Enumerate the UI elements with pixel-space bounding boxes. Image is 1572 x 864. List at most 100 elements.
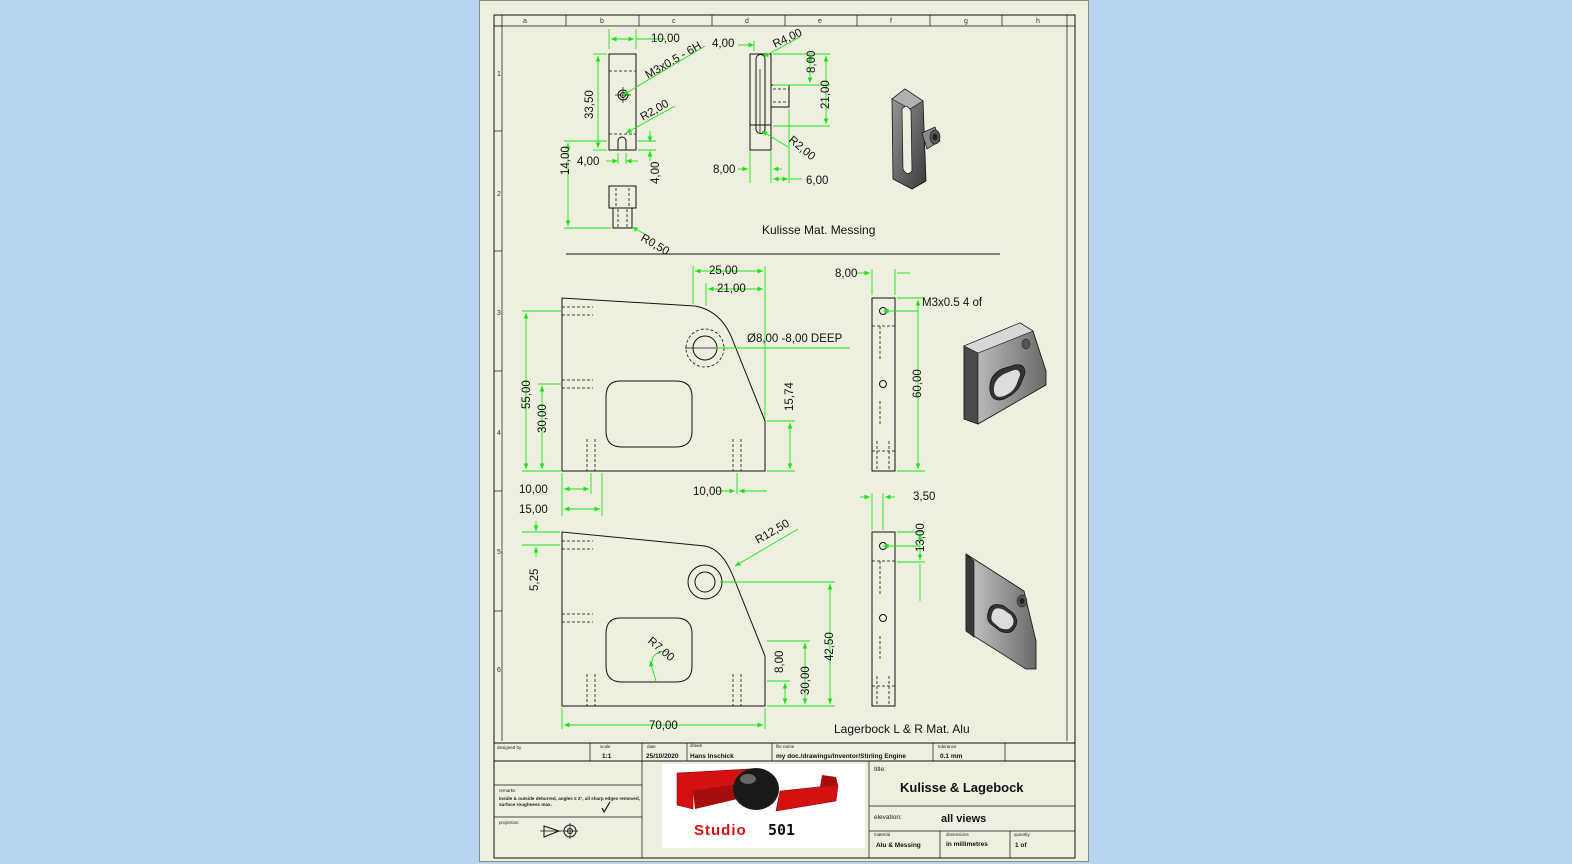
kulisse-bottom-view [608,185,637,229]
lagerbock-bottom-dimension-texts: 3,50 13,00 5,25 R12,50 R7,00 8,00 30,00 … [529,491,935,732]
tb-quantity-label: quantity [1014,832,1031,837]
dim-side-8: 8,00 [806,51,818,73]
tb-material: Alu & Messing [876,842,921,849]
zone-ticks [494,15,1003,612]
tb-designed-by-label: designed by [497,745,522,750]
dim-radius: R2,00 [639,98,672,124]
zone-col-f: f [890,18,892,25]
tb-remarks: inside & outside deburred, angles ≤ 2°, … [499,796,640,807]
tb-material-label: material [874,832,890,837]
dim-thread: M3x0.5 - 6H [644,40,704,82]
tb-dimensions-label: dimensions [946,832,970,837]
tb-date: 25/10/2020 [646,753,679,760]
kulisse-iso-view [891,88,941,190]
studio-logo: Studio 501 [662,764,865,848]
dim-slot-height: 4,00 [650,162,662,184]
dim-side-6: 6,00 [806,175,828,187]
zone-col-g: g [964,18,968,25]
tb-tolerance: 0.1 mm [940,753,963,760]
dim-60: 60,00 [912,369,924,398]
lagerbock-bottom-dimensions [522,493,925,729]
check-icon [601,801,611,814]
lagerbock-bottom-side-view [871,531,896,707]
dim-height: 33,50 [584,90,596,119]
title-block [493,742,1076,859]
kulisse-dimensions [564,29,830,238]
lagerbock-top-side-view [871,297,896,472]
dim-10b: 10,00 [693,486,722,498]
tb-title: Kulisse & Lagebock [900,780,1024,795]
dim-8: 8,00 [774,651,786,673]
dim-4250: 42,50 [824,632,836,661]
dim-width-top: 10,00 [651,33,680,45]
dim-side-8b: 8,00 [713,164,735,176]
zone-col-b: b [600,18,604,25]
tb-drawn: Hans Inschick [690,753,734,760]
tb-elevation-label: elevation: [874,814,902,821]
kulisse-side-view [749,53,790,151]
dim-hole: Ø8,00 -8,00 DEEP [747,333,843,345]
drawing-sheet: a b c d e f g h 1 2 3 4 5 6 [479,0,1089,862]
dim-10a: 10,00 [519,484,548,496]
kulisse-caption: Kulisse Mat. Messing [762,223,875,237]
dim-side-top: 4,00 [712,38,734,50]
dim-350: 3,50 [913,491,935,503]
lagerbock-top-iso-view [963,322,1047,425]
zone-row-6: 6 [497,667,501,674]
dim-21: 21,00 [717,283,746,295]
tb-file-label: file name [776,744,795,749]
dim-30: 30,00 [537,404,549,433]
dim-25: 25,00 [709,265,738,277]
lagerbock-top-front-view [561,297,766,472]
tb-remarks-label: remarks [499,788,516,793]
projection-symbol-icon [540,823,578,839]
zone-row-4: 4 [497,430,501,437]
dim-30b: 30,00 [800,666,812,695]
tb-remarks-box: inside & outside deburred, angles ≤ 2°, … [499,796,640,807]
tb-elevation: all views [941,813,986,825]
tb-scale-label: scale [600,744,611,749]
zone-row-1: 1 [497,71,501,78]
kulisse-front-view [608,53,637,151]
lagerbock-bottom-iso-view [965,553,1037,670]
tb-file: my doc./drawings/Inventor/Stirling Engin… [776,753,906,760]
zone-col-a: a [523,18,527,25]
zone-row-2: 2 [497,191,501,198]
zone-row-3: 3 [497,310,501,317]
dim-r7: R7,00 [645,635,676,664]
tb-tolerance-label: tolerance [938,744,957,749]
zone-row-5: 5 [497,549,501,556]
lagerbock-top-dimensions [522,266,925,516]
dim-525: 5,25 [529,569,541,591]
technical-drawing: a b c d e f g h 1 2 3 4 5 6 [493,14,1076,859]
zone-col-d: d [745,18,749,25]
tb-title-label: title: [874,766,886,773]
dim-total-height: 14,00 [560,146,572,175]
dim-thread-lb: M3x0.5 4 of [922,297,983,309]
tb-quantity: 1 of [1015,842,1027,849]
dim-1574: 15,74 [784,382,796,411]
dim-70: 70,00 [649,720,678,732]
dim-15: 15,00 [519,504,548,516]
logo-text: Studio [694,822,747,839]
tb-projection-label: projection [499,820,519,825]
lagerbock-bottom-front-view [561,531,766,707]
zone-col-e: e [818,18,822,25]
zone-col-c: c [672,18,676,25]
lagerbock-top-dimension-texts: 25,00 21,00 Ø8,00 -8,00 DEEP 55,00 30,00… [519,265,983,516]
dim-13: 13,00 [915,523,927,552]
tb-dimensions: in millimetres [946,841,988,848]
dim-side-8-lb: 8,00 [835,268,857,280]
dim-55: 55,00 [521,380,533,409]
tb-drawn-label: drawn [690,743,703,748]
tb-scale: 1:1 [602,753,612,760]
zone-col-h: h [1036,18,1040,25]
dim-r1250: R12,50 [754,518,792,547]
tb-date-label: date [647,744,656,749]
lagerbock-caption: Lagerbock L & R Mat. Alu [834,722,970,736]
dim-side-21: 21,00 [820,80,832,109]
dim-slot-width: 4,00 [577,156,599,168]
dim-side-r2: R2,00 [786,134,817,163]
logo-number: 501 [768,821,795,839]
dim-side-radius: R4,00 [771,27,804,51]
